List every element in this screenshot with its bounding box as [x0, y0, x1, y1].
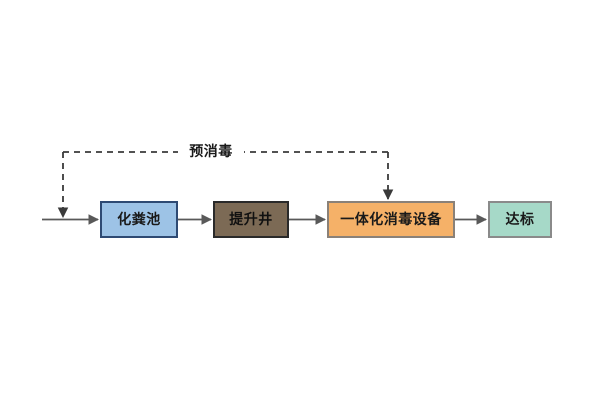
node-dabiao-label: 达标 [505, 211, 535, 228]
node-huafenchi-label: 化粪池 [117, 211, 161, 228]
node-tishengjing-label: 提升井 [229, 211, 273, 228]
node-dabiao[interactable]: 达标 [488, 201, 552, 238]
predisinfect-loop-label: 预消毒 [178, 140, 244, 162]
node-disinfection-equipment-label: 一体化消毒设备 [340, 211, 442, 228]
node-huafenchi[interactable]: 化粪池 [100, 201, 178, 238]
node-tishengjing[interactable]: 提升井 [213, 201, 289, 238]
node-disinfection-equipment[interactable]: 一体化消毒设备 [327, 201, 455, 238]
